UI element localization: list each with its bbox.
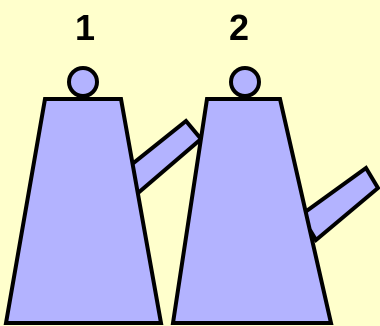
coffee-pot-1 [6, 68, 201, 323]
coffee-pot-2 [173, 68, 378, 323]
pot-label-2: 2 [229, 8, 249, 48]
pot-1-body [6, 99, 161, 323]
pot-1-knob [69, 68, 97, 96]
pot-2-knob [231, 68, 259, 96]
pot-label-1: 1 [75, 8, 95, 48]
pot-2-spout [301, 168, 378, 240]
